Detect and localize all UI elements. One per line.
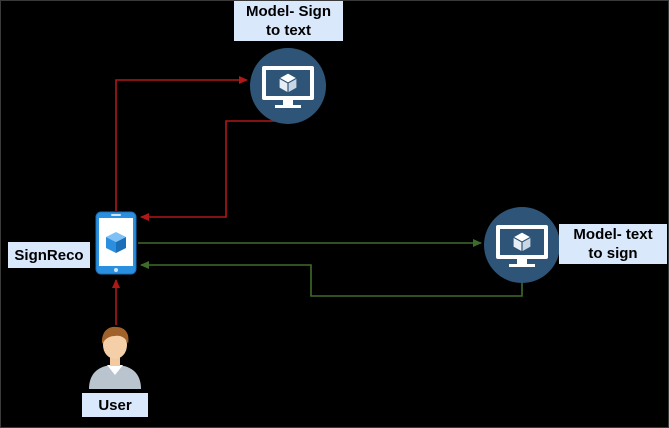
user-label: User [82,393,148,417]
edge-text-model-to-app [140,261,523,297]
monitor-cube-icon [496,225,548,267]
edge-app-to-sign-model [115,76,248,211]
app-label: SignReco [8,242,90,268]
model-sign-to-text-label: Model- Sign to text [234,1,343,41]
smartphone-icon [95,211,137,275]
user-avatar-icon [89,326,141,389]
edge-sign-model-to-app [140,120,287,221]
signreco-phone [95,211,137,275]
monitor-cube-icon [262,66,314,108]
model-text-to-sign-node [484,207,560,283]
model-sign-to-text-node [250,48,326,124]
user-avatar [85,323,145,389]
model-text-to-sign-label: Model- text to sign [559,224,667,264]
